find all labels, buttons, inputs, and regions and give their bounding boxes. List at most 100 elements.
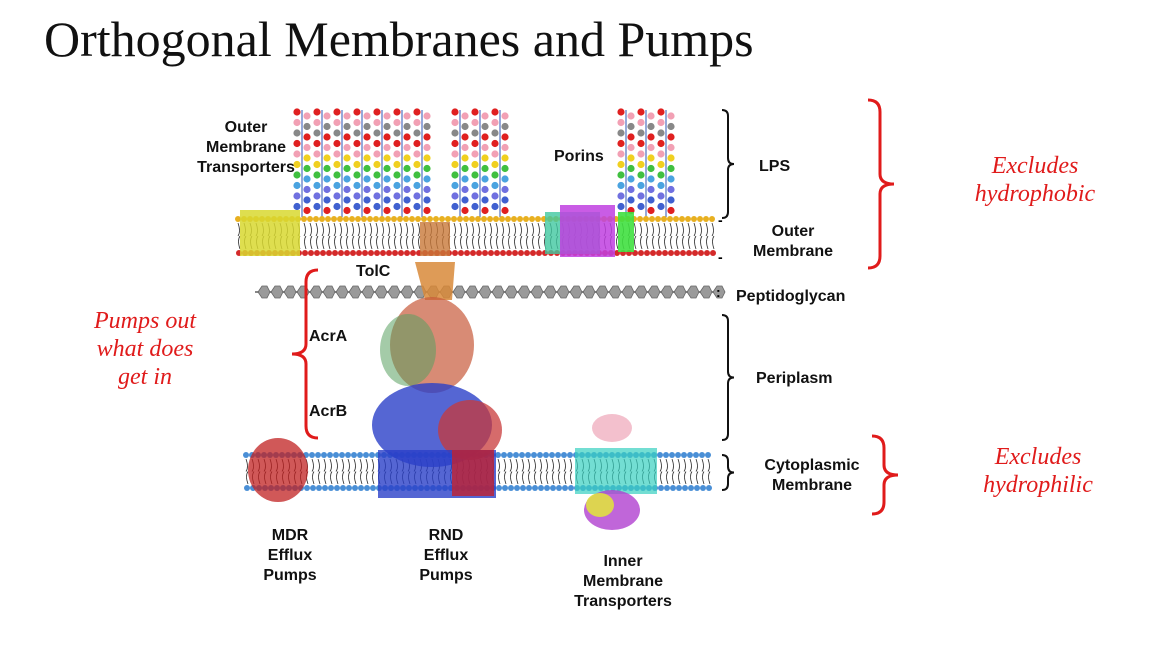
lps-sugar xyxy=(343,122,351,131)
lipid-head xyxy=(325,216,331,222)
peptidoglycan-unit xyxy=(504,285,518,299)
lps-sugar xyxy=(451,150,459,158)
lipid-head xyxy=(391,216,397,222)
lps-sugar xyxy=(343,206,351,215)
lps-sugar xyxy=(451,160,459,169)
lipid-head xyxy=(470,250,476,256)
lipid-head xyxy=(693,452,699,458)
lipid-head xyxy=(334,485,340,491)
protein-structures xyxy=(248,222,657,530)
lipid-head xyxy=(302,250,308,256)
lipid-head xyxy=(404,250,410,256)
porin xyxy=(618,212,634,252)
label-mdr-efflux-pumps: MDR Efflux Pumps xyxy=(263,527,317,584)
peptidoglycan-unit xyxy=(374,285,388,299)
tolc-channel xyxy=(420,222,450,256)
peptidoglycan-unit xyxy=(465,285,479,299)
lps-sugar xyxy=(383,206,391,215)
lps-sugar xyxy=(333,150,341,158)
lps-sugar xyxy=(423,175,431,183)
lipid-head xyxy=(488,250,494,256)
lps-sugar xyxy=(491,171,499,179)
lps-sugar xyxy=(323,206,331,215)
lps-sugar xyxy=(403,143,411,152)
lps-sugar xyxy=(461,175,469,183)
lps-sugar xyxy=(363,196,371,204)
lps-sugar xyxy=(481,164,489,173)
lps-sugar xyxy=(423,196,431,204)
lps-sugar xyxy=(353,171,361,179)
lps-sugar xyxy=(293,139,301,148)
outer-membrane-transporter xyxy=(240,210,300,256)
lps-sugar xyxy=(471,108,479,116)
lipid-head xyxy=(409,216,415,222)
lipid-head xyxy=(676,485,682,491)
lipid-head xyxy=(655,216,661,222)
lipid-head xyxy=(475,216,481,222)
peptidoglycan-unit xyxy=(387,285,401,299)
lps-sugar xyxy=(403,164,411,173)
lps-sugar xyxy=(373,139,381,148)
lipid-head xyxy=(339,452,345,458)
lipid-head xyxy=(397,216,403,222)
lps-sugar xyxy=(413,150,421,158)
lps-sugar xyxy=(423,164,431,173)
lipid-head xyxy=(530,250,536,256)
lps-sugar xyxy=(481,112,489,120)
lps-sugar xyxy=(323,196,331,204)
lps-sugar xyxy=(323,185,331,194)
label-outer-membrane: Outer Membrane xyxy=(752,223,834,260)
inner-membrane-transporter xyxy=(586,493,614,517)
lps-sugar xyxy=(627,185,635,194)
lps-sugar xyxy=(501,112,509,120)
peptidoglycan-unit xyxy=(335,285,349,299)
lipid-head xyxy=(680,250,686,256)
lps-sugar xyxy=(353,202,361,211)
lipid-head xyxy=(658,485,664,491)
lipid-head xyxy=(314,250,320,256)
lps-sugar xyxy=(637,192,645,200)
lps-sugar xyxy=(323,112,331,120)
lipid-head xyxy=(524,250,530,256)
lps-sugar xyxy=(647,133,655,141)
lps-sugar xyxy=(491,181,499,190)
lipid-head xyxy=(410,250,416,256)
lipid-head xyxy=(304,485,310,491)
lps-sugar xyxy=(333,202,341,211)
lps-sugar xyxy=(313,118,321,127)
peptidoglycan-unit xyxy=(309,285,323,299)
inner-membrane-transporter xyxy=(575,448,657,494)
lipid-head xyxy=(351,452,357,458)
lps-sugar xyxy=(657,108,665,116)
lps-sugar xyxy=(647,122,655,131)
lps-sugar xyxy=(617,202,625,211)
lps-sugar xyxy=(343,133,351,141)
lipid-head xyxy=(661,216,667,222)
lps-sugar xyxy=(637,160,645,169)
lipid-head xyxy=(445,216,451,222)
lps-sugar xyxy=(413,139,421,148)
lps-sugar xyxy=(491,108,499,116)
red-bracket-hydrophilic xyxy=(871,434,899,516)
peptidoglycan-unit xyxy=(348,285,362,299)
lipid-head xyxy=(709,216,715,222)
lps-sugar xyxy=(461,164,469,173)
lipid-head xyxy=(511,216,517,222)
lipid-head xyxy=(355,216,361,222)
lps-sugar xyxy=(393,171,401,179)
peptidoglycan-unit xyxy=(556,285,570,299)
lps-sugar xyxy=(383,175,391,183)
lipid-head xyxy=(673,216,679,222)
lps-sugar xyxy=(461,133,469,141)
inner-membrane-transporter xyxy=(592,414,632,442)
lipid-head xyxy=(525,452,531,458)
lps-sugar xyxy=(617,171,625,179)
lipid-head xyxy=(482,250,488,256)
lps-sugar xyxy=(461,154,469,162)
lps-sugar xyxy=(647,196,655,204)
peptidoglycan-unit xyxy=(270,285,284,299)
lipid-head xyxy=(370,485,376,491)
page-title: Orthogonal Membranes and Pumps xyxy=(44,11,754,67)
lps-sugar xyxy=(293,202,301,211)
lps-sugar xyxy=(471,181,479,190)
